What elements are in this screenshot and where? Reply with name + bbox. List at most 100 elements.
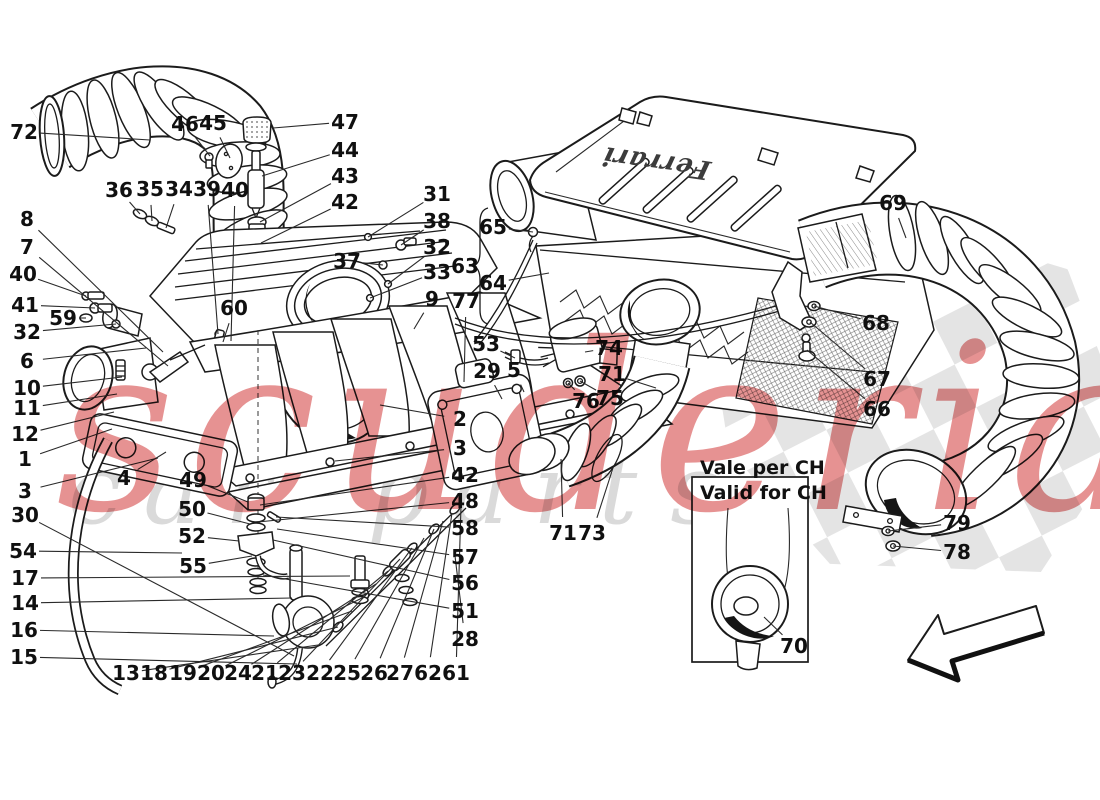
leader-line-40 (37, 278, 87, 297)
leader-line-10 (42, 376, 123, 387)
callout-10: 10 (13, 376, 41, 400)
leader-line-75 (579, 380, 597, 391)
leader-line-42 (259, 476, 450, 506)
leader-line-19 (197, 610, 353, 669)
leader-line-61 (455, 505, 462, 658)
leader-line-71 (560, 458, 564, 518)
leader-line-13 (141, 644, 319, 672)
callout-35: 35 (136, 177, 164, 201)
leader-line-54 (38, 550, 183, 554)
vacuum-hoses (454, 239, 791, 366)
leader-line-16 (39, 629, 275, 637)
air-valve-assembly (67, 437, 370, 696)
leader-line-14 (40, 597, 293, 604)
callout-42: 42 (451, 463, 479, 487)
callout-71: 71 (549, 521, 577, 545)
leader-line-29 (494, 384, 503, 400)
callout-67: 67 (863, 367, 891, 391)
direction-arrow (907, 605, 1045, 683)
leader-line-1 (39, 428, 113, 455)
leader-line-56 (272, 539, 450, 581)
leader-line-53 (500, 350, 516, 359)
callout-71: 71 (598, 362, 626, 386)
leader-line-69 (898, 217, 907, 239)
leader-line-11 (42, 393, 118, 407)
leader-line-48 (257, 502, 450, 523)
callout-79: 79 (943, 511, 971, 535)
callout-60: 60 (220, 296, 248, 320)
callout-46: 46 (171, 112, 199, 136)
leader-line-12 (40, 411, 115, 431)
callout-56: 56 (451, 571, 479, 595)
callout-32: 32 (423, 235, 451, 259)
leader-line-71 (627, 378, 657, 389)
callout-59: 59 (49, 306, 77, 330)
validity-box: Vale per CH Valid for CH (691, 457, 827, 671)
leader-line-74 (584, 350, 594, 353)
callout-30: 30 (11, 503, 39, 527)
callout-40: 40 (9, 262, 37, 286)
callout-3: 3 (453, 436, 467, 460)
leader-line-35 (150, 204, 153, 222)
leader-line-44 (261, 154, 330, 177)
leader-line-30 (38, 521, 295, 657)
callout-28: 28 (451, 627, 479, 651)
callout-1: 1 (18, 447, 32, 471)
callout-33: 33 (423, 260, 451, 284)
callout-73: 73 (578, 521, 606, 545)
callout-62: 62 (414, 661, 442, 685)
callout-75: 75 (596, 386, 624, 410)
callout-16: 16 (10, 618, 38, 642)
callout-69: 69 (879, 191, 907, 215)
corrugated-delivery-hose-69 (797, 194, 1081, 552)
callout-37: 37 (333, 249, 361, 273)
leader-line-60 (222, 323, 230, 343)
callout-25: 25 (333, 661, 361, 685)
callout-63-brace (470, 207, 489, 325)
leader-line-5 (520, 384, 525, 393)
leader-line-28 (454, 555, 464, 624)
validity-note-line1: Vale per CH (700, 457, 825, 479)
funnel-part-70 (711, 565, 789, 671)
callout-19: 19 (169, 661, 197, 685)
leader-line-66 (806, 349, 866, 400)
leader-line-67 (809, 321, 866, 370)
callout-34: 34 (165, 177, 193, 201)
callout-22: 22 (306, 661, 334, 685)
leader-line-6 (42, 347, 147, 360)
leader-line-62 (429, 512, 453, 658)
leader-line-20 (225, 596, 365, 667)
callout-42: 42 (331, 190, 359, 214)
leader-line-64 (508, 272, 550, 281)
leader-line-7 (38, 256, 169, 367)
leader-line-33 (369, 277, 423, 299)
leader-line-38 (400, 229, 424, 246)
callout-12: 12 (11, 422, 39, 446)
callout-38: 38 (423, 209, 451, 233)
leader-line-8 (38, 229, 164, 353)
leader-line-3 (334, 449, 445, 462)
callout-70: 70 (780, 634, 808, 658)
leader-line-32 (42, 323, 117, 332)
leader-line-72 (39, 132, 151, 141)
leader-line-73 (596, 467, 614, 518)
leader-line-36 (129, 201, 141, 215)
callout-17: 17 (11, 566, 39, 590)
callout-45: 45 (199, 111, 227, 135)
leader-line-34 (165, 204, 175, 229)
callout-24: 24 (224, 661, 252, 685)
leader-line-43 (259, 183, 332, 223)
leader-line-21 (276, 570, 389, 664)
leader-line-31 (367, 201, 424, 238)
callout-5: 5 (507, 358, 521, 382)
callout-55: 55 (179, 554, 207, 578)
callout-4: 4 (117, 466, 131, 490)
leader-line-51 (262, 574, 450, 609)
callout-39: 39 (193, 177, 221, 201)
callout-66: 66 (863, 397, 891, 421)
leader-line-18 (169, 626, 339, 670)
leader-line-17 (40, 575, 351, 579)
